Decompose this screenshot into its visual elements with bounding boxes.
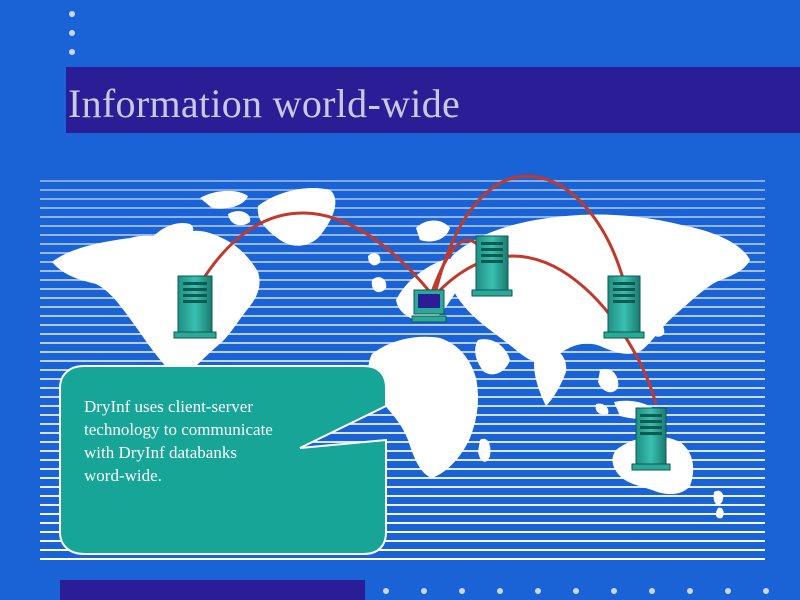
bottom-bar [60, 580, 365, 600]
bullet-dot [69, 49, 75, 55]
bullet-dot [687, 588, 693, 594]
slide-title: Information world-wide [68, 81, 461, 126]
server-icon-russia [471, 235, 513, 297]
server-icon-north-america [173, 275, 217, 339]
callout-line: technology to communicate [84, 420, 273, 439]
title-bar [66, 67, 800, 133]
bullet-dot [69, 30, 75, 36]
server-icon-asia [603, 275, 645, 339]
callout-line: DryInf uses client-server [84, 397, 253, 416]
bullet-dot [69, 11, 75, 17]
arc-europe-asia [434, 174, 626, 291]
callout-bubble [59, 365, 387, 555]
bullet-dot [459, 588, 465, 594]
arc-america-europe [198, 211, 432, 293]
bullet-dot [421, 588, 427, 594]
bullet-dot [573, 588, 579, 594]
bullet-dot [535, 588, 541, 594]
client-computer-icon-europe [411, 289, 447, 323]
callout-line: word-wide. [84, 466, 162, 485]
bullet-dot [649, 588, 655, 594]
bullet-dot [383, 588, 389, 594]
callout-text: DryInf uses client-server technology to … [84, 395, 344, 487]
bullet-dot [763, 588, 769, 594]
callout-line: with DryInf databanks [84, 443, 237, 462]
bullet-dot [497, 588, 503, 594]
server-icon-australia [631, 407, 671, 471]
bullet-dot [611, 588, 617, 594]
bullet-dot [725, 588, 731, 594]
